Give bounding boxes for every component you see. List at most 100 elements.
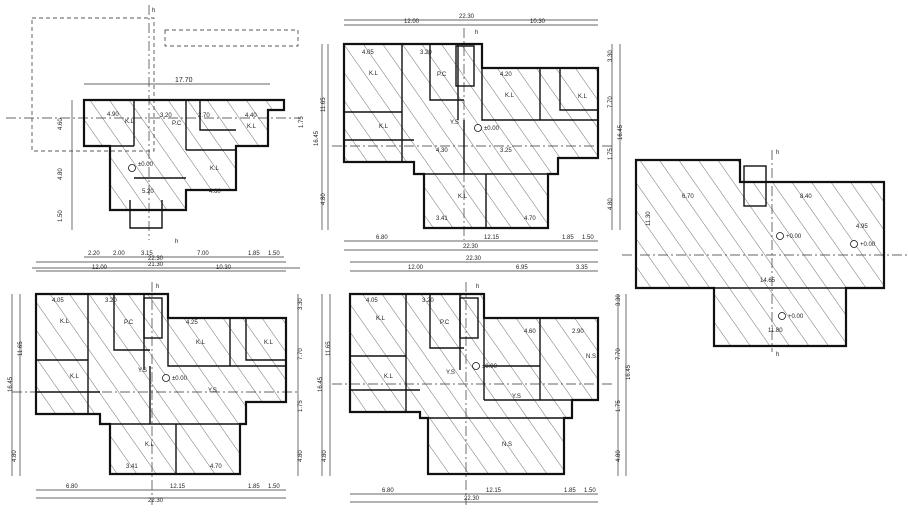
plan-4-room-label: K.L [145,442,155,448]
plan-2-right-dim: 1.75 [608,148,614,160]
plan-2-level-marker [474,124,482,132]
plan-4-left-dims: 16.45 11.65 4.80 [8,294,24,476]
plan-1-room-label: K.L [210,166,220,172]
plan-1-axis-tag: h [175,239,178,245]
plan-1-bottom-dim: 2.00 [113,251,125,257]
plan-5-room-dim: 4.05 [366,298,378,304]
plan-1-bottom-dims: 2.20 2.00 3.15 7.00 1.85 1.50 21.30 [32,251,300,269]
plan-5-top-dims: 22.30 12.00 6.95 3.35 [350,256,598,272]
plan-4-bottom-total: 22.30 [148,498,164,504]
plan-4-room-dim: 4.25 [186,320,198,326]
plan-1-room-label: P.C [172,121,182,127]
plan-3-axis-tag: h [776,352,779,358]
plan-5-bottom-dim: 1.85 [564,488,576,494]
plan-5-right-dim: 4.80 [616,450,622,462]
plan-2-left-dim: 11.65 [321,97,327,112]
plan-1-roof-outline-2 [164,29,299,47]
plan-1-room-label: K.L [125,119,135,125]
plan-5-bottom-dims: 6.80 12.15 1.85 1.50 22.30 [350,488,598,503]
plan-4-right-dim: 4.80 [298,450,304,462]
plan-2-top-dim: 10.30 [530,19,546,25]
plan-2-room-dim: 4.05 [362,50,374,56]
plan-1-room-dim: 3.20 [160,113,172,119]
plan-4-right-dims: 3.30 7.70 1.75 4.80 [297,294,304,476]
plan-1-bottom-dim: 3.15 [141,251,153,257]
plan-2-room-label: K.L [578,94,588,100]
plan-4-top-total: 22.30 [148,256,164,262]
plan-5-room-label: K.L [384,374,394,380]
plan-5-top-dim: 12.00 [408,265,424,271]
plan-5-top-dim: 6.95 [516,265,528,271]
plan-3-dim: 14.65 [760,278,776,284]
plan-5-room-label: K.L [376,316,386,322]
plan-1-bottom-dim: 7.00 [197,251,209,257]
plan-2-room-label: K.L [379,124,389,130]
plan-1-room-dim: 5.20 [142,189,154,195]
plan-1-floor [82,98,286,229]
plan-5-room-label: N.S [586,354,596,360]
plan-3-roof [634,158,886,348]
plan-4-top-dim: 12.00 [92,265,108,271]
plan-2-bottom-dim: 6.80 [376,235,388,241]
plan-5-floor [348,292,600,476]
plan-4-bottom-dim: 12.15 [170,484,186,490]
plan-3-level-text: +0.00 [788,314,804,320]
plan-4-floor [34,292,288,476]
plan-4-left-dim: 4.80 [12,450,18,462]
plan-4-room-label: Y.S [208,388,217,394]
plan-4-room-dim: 4.70 [210,464,222,470]
plan-1-level-text: ±0.00 [138,162,154,168]
plan-5-left-dim: 11.65 [326,341,332,356]
plan-4-room-label: K.L [60,319,70,325]
plan-3-level-marker [776,232,784,240]
plan-5-top-dim: 3.35 [576,265,588,271]
plan-5-axis-tag: h [476,284,479,290]
plan-4-room-dim: 3.41 [126,464,138,470]
plan-3-dim: 4.95 [856,224,868,230]
plan-5-left-dims: 11.65 16.45 4.80 [318,294,332,476]
plan-2-axis-tag: h [475,30,478,36]
plan-5-room-label: P.C [440,320,450,326]
plan-4-bottom-dim: 1.85 [248,484,260,490]
plan-1-left-dim: 4.60 [58,118,64,130]
plan-3-dim: 8.40 [800,194,812,200]
plan-2-left-dim: 4.80 [321,193,327,205]
plan-4-axis-tag: h [156,284,159,290]
plan-2-room-label: K.L [458,194,468,200]
plan-2-room-label: P.C [437,72,447,78]
plan-3-axis-tag: h [776,150,779,156]
plan-4-bottom-dim: 1.50 [268,484,280,490]
plan-4-room-label: K.L [264,340,274,346]
plan-3-level-marker [850,240,858,248]
plan-5-right-dim: 1.75 [616,400,622,412]
plan-1-bottom-dim: 2.20 [88,251,100,257]
plan-5-top-total: 22.30 [466,256,482,262]
plan-2-left-dims: 11.65 16.45 4.80 [314,44,329,230]
plan-1-room-label: K.L [247,124,257,130]
plan-2-room-dim: 4.30 [436,148,448,154]
plan-5-right-dims: 3.30 7.70 1.75 4.80 16.45 [616,294,632,476]
plan-3-level-text: +0.00 [860,242,876,248]
plan-1-bottom-total: 21.30 [148,262,164,268]
plan-1-axis-tag: h [152,8,155,14]
plan-2: ±0.00 K.L 4.05 3.20 P.C K.L K.L Y.S K.L … [314,14,624,251]
plan-4-room-label: P.C [124,320,134,326]
plan-5-room-dim: 3.20 [422,298,434,304]
plan-4-bottom-dims: 6.80 12.15 1.85 1.50 22.30 [36,484,286,504]
plan-1-room-dim: 4.90 [107,112,119,118]
plan-2-top-dims: 22.30 12.00 10.30 [344,14,598,26]
plan-5-left-dim: 16.45 [318,376,324,392]
plan-5-room-label: Y.S [446,370,455,376]
plan-2-right-dim: 16.45 [618,124,624,140]
plan-3: +0.00 +0.00 +0.00 6.70 8.40 11.30 14.65 … [622,150,908,358]
plan-5: ±0.00 K.L 4.05 3.20 P.C K.L Y.S Y.S N.S … [318,256,632,505]
plan-2-room-dim: 3.41 [436,216,448,222]
plan-4-left-dim: 16.45 [8,376,14,392]
plan-3-dim: 11.80 [768,328,783,334]
plan-1-left-dim: 4.80 [58,168,64,180]
plan-5-left-dim: 4.80 [322,450,328,462]
plan-4-top-dim: 10.30 [216,265,232,271]
plan-3-level-marker [778,312,786,320]
plan-4-left-dim: 11.65 [18,341,24,356]
